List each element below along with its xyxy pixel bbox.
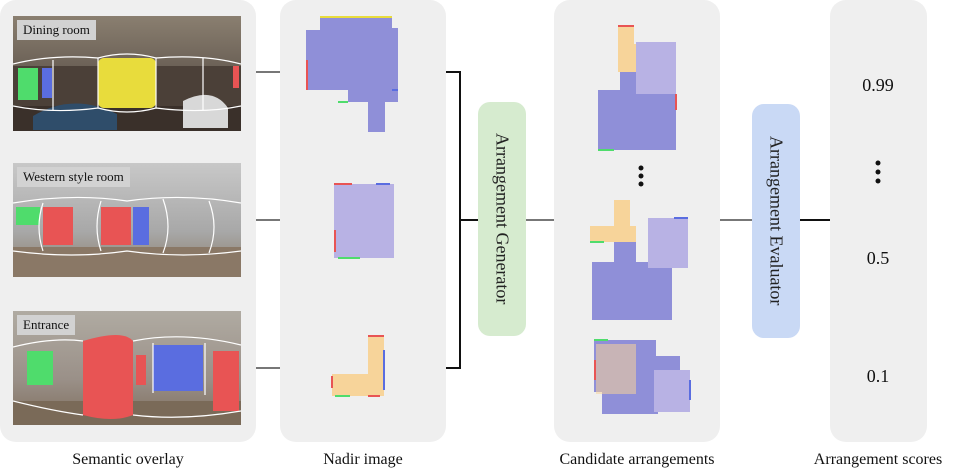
room-label-entrance: Entrance <box>17 315 76 335</box>
room-label-western: Western style room <box>17 167 130 187</box>
candidate-arrangement-2 <box>590 200 688 320</box>
candidate-arrangement-1 <box>598 25 677 151</box>
wall-region <box>213 351 239 411</box>
nadir-image-panel <box>280 0 446 442</box>
panorama-dining-room: Dining room <box>13 16 241 131</box>
wall-region <box>101 207 131 245</box>
wall-region <box>136 355 146 385</box>
window-region <box>153 345 203 391</box>
score-last: 0.1 <box>866 366 890 386</box>
arrangement-evaluator-box: Arrangement Evaluator <box>752 104 800 338</box>
opening-region <box>98 58 156 108</box>
arrangement-scores-panel: 0.99 0.5 0.1 <box>830 0 927 442</box>
caption-arrangement-scores: Arrangement scores <box>813 451 943 468</box>
nadir-entrance <box>331 335 385 397</box>
score-ellipsis <box>875 160 881 184</box>
arrangement-generator-box: Arrangement Generator <box>478 102 526 336</box>
nadir-western-room <box>334 183 394 259</box>
door-region <box>27 351 53 385</box>
panorama-entrance: Entrance <box>13 311 241 425</box>
caption-nadir-image: Nadir image <box>323 451 403 468</box>
wall-region <box>43 207 73 245</box>
arrangement-evaluator-label: Arrangement Evaluator <box>766 136 787 306</box>
score-middle: 0.5 <box>866 248 890 268</box>
caption-candidate-arrangements: Candidate arrangements <box>559 451 715 468</box>
wall-region <box>233 66 239 88</box>
nadir-dining-room <box>306 16 398 132</box>
overlay-entrance <box>13 335 241 425</box>
candidate-ellipsis <box>638 165 644 187</box>
overlay-western-room <box>13 196 241 277</box>
score-first: 0.99 <box>862 75 894 95</box>
window-region <box>42 68 52 98</box>
overlay-dining-room <box>13 53 241 131</box>
semantic-overlay-panel: Dining room Western style room <box>0 0 256 442</box>
room-label-dining: Dining room <box>17 20 96 40</box>
panorama-western-room: Western style room <box>13 163 241 277</box>
merge-bracket <box>446 71 461 369</box>
window-region <box>133 207 149 245</box>
nadir-floorplans <box>306 16 398 397</box>
caption-semantic-overlay: Semantic overlay <box>72 451 184 468</box>
candidate-floorplans <box>590 25 691 414</box>
door-region <box>18 68 38 100</box>
arrangement-generator-label: Arrangement Generator <box>492 133 513 305</box>
wall-region <box>83 335 133 419</box>
candidate-arrangements-panel <box>554 0 720 442</box>
door-region <box>16 207 40 225</box>
candidate-arrangement-3 <box>594 339 691 414</box>
